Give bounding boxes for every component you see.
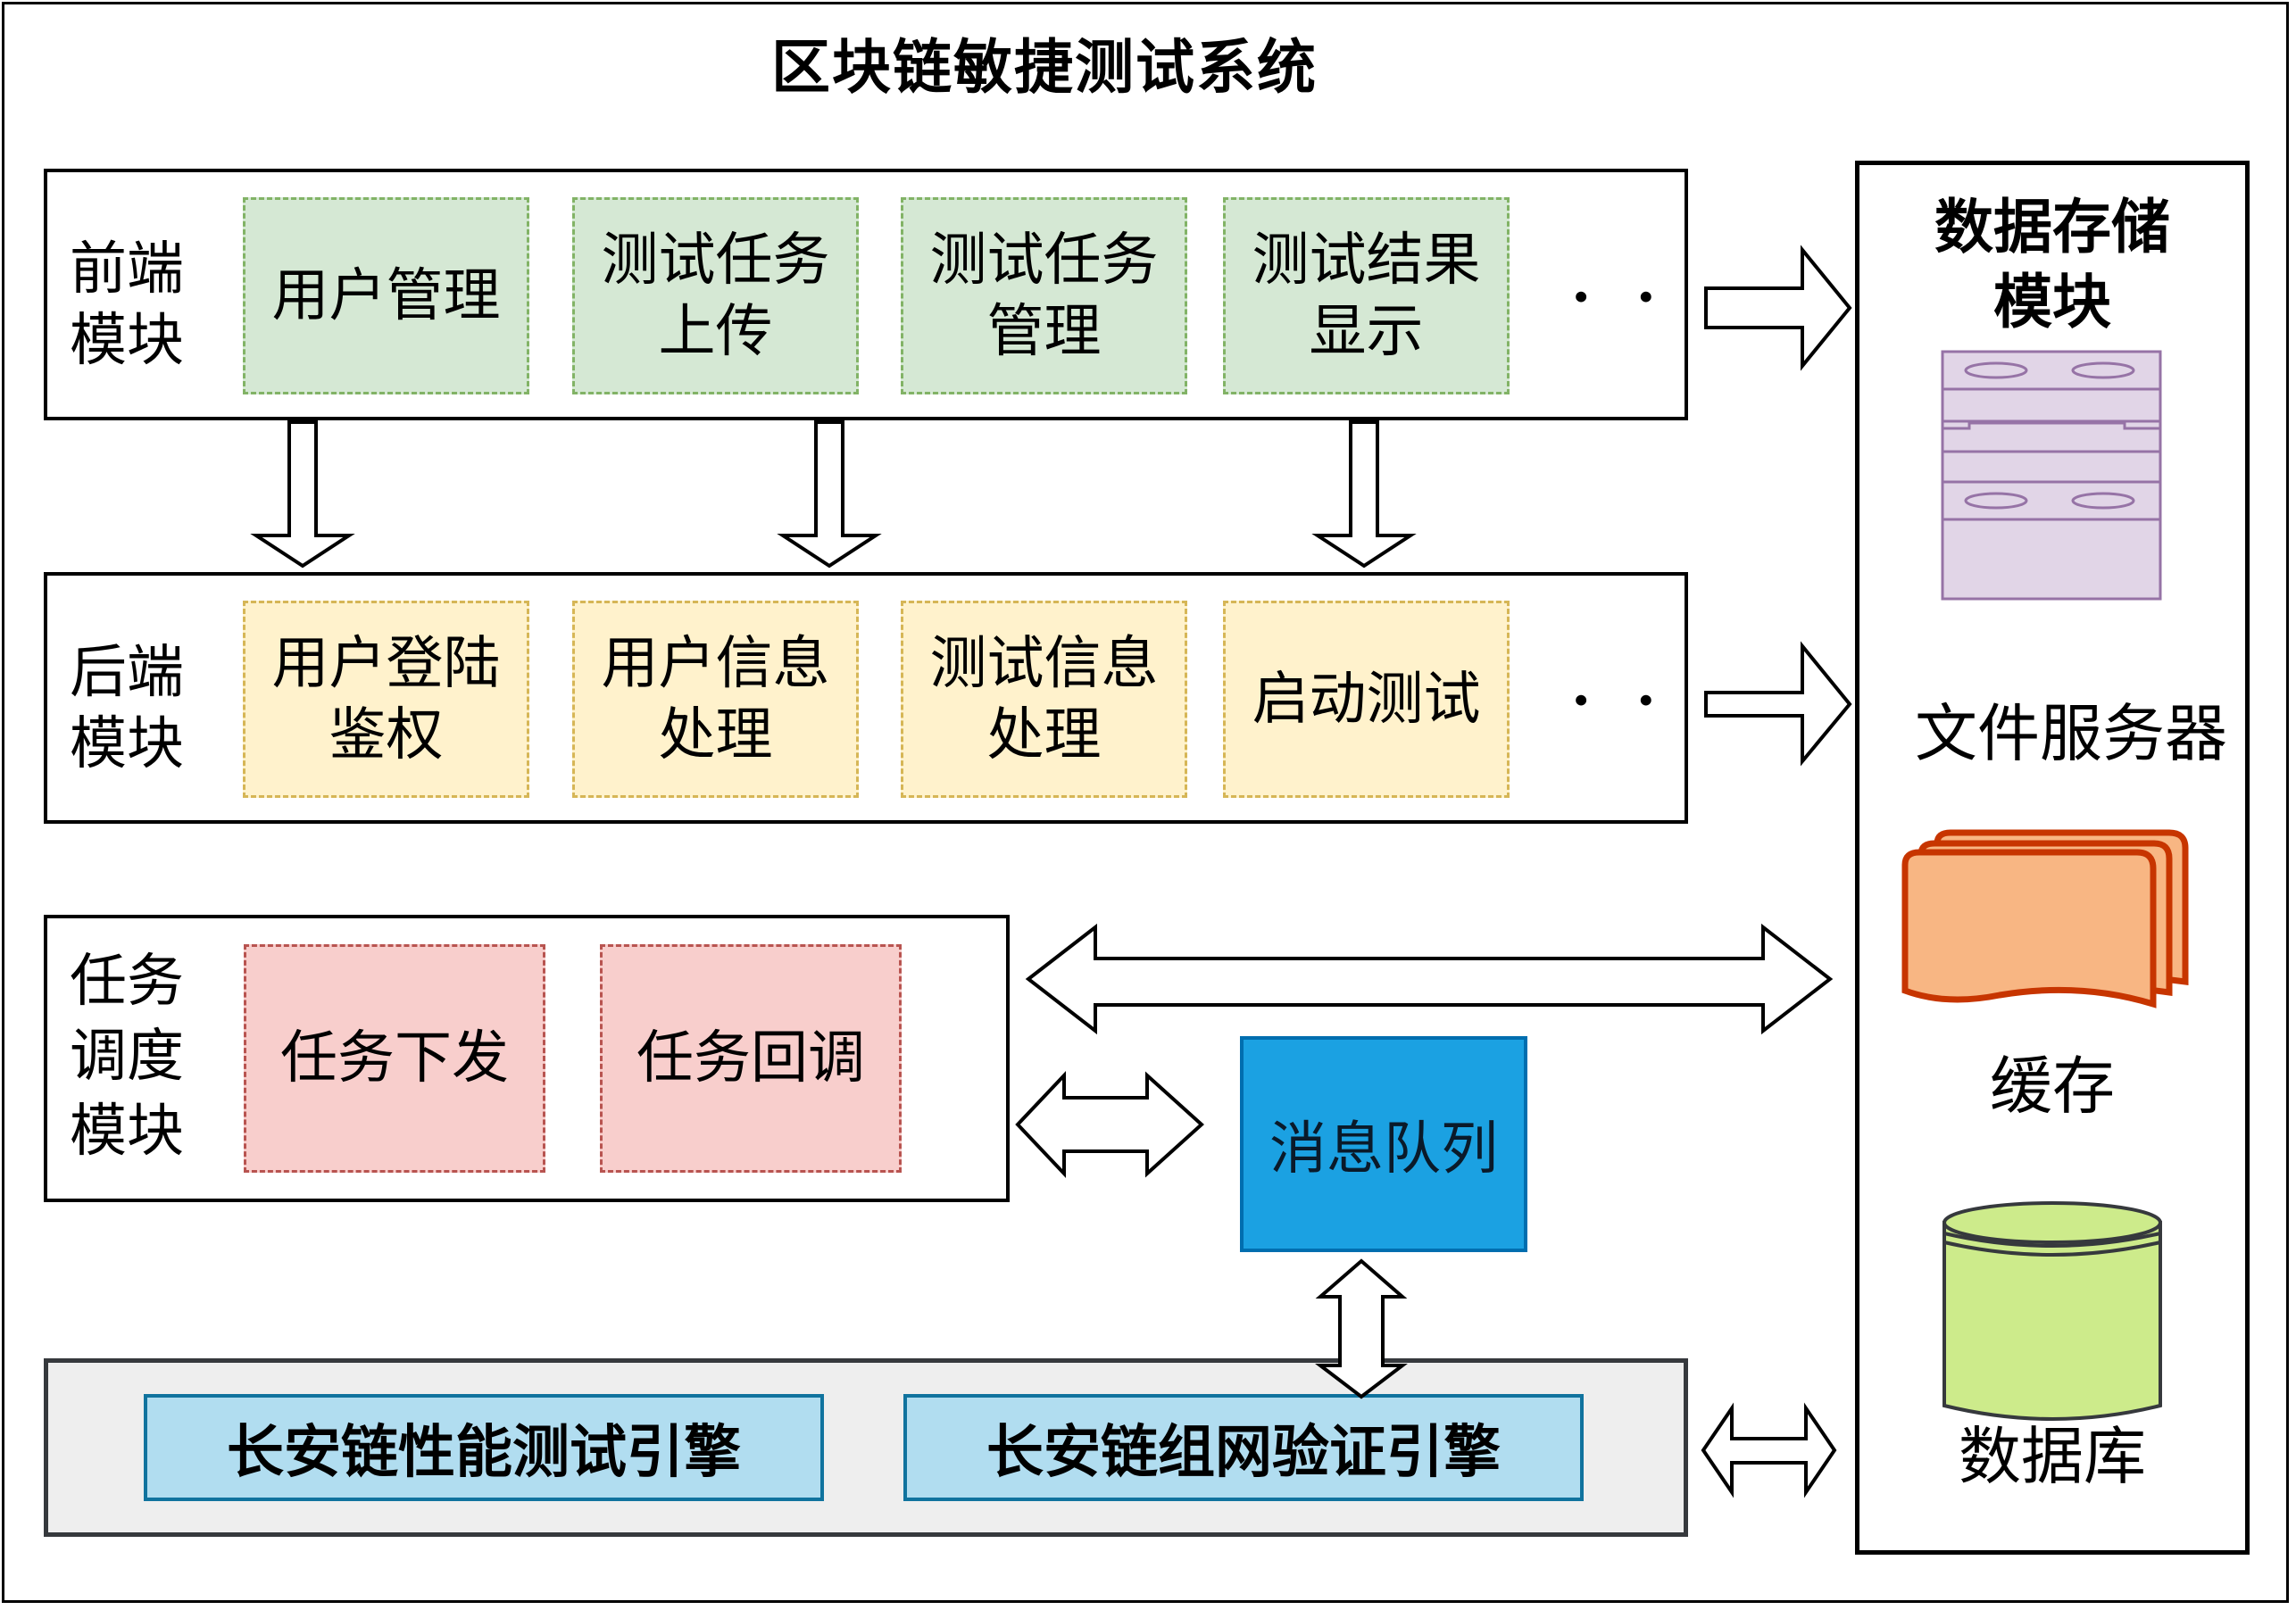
- cache-icon: [1901, 829, 2189, 1008]
- message-queue-label: 消息队列: [1269, 1116, 1498, 1183]
- arrow-right-icon: [1704, 245, 1852, 371]
- engine-label: 长安链性能测试引擎: [227, 1419, 741, 1486]
- item-text: 用户登陆: [271, 630, 501, 697]
- scheduler-item-callback[interactable]: 任务回调: [600, 944, 902, 1173]
- item-text: 测试信息: [929, 630, 1159, 697]
- backend-item-test-info[interactable]: 测试信息处理: [901, 601, 1187, 798]
- item-text: 测试任务: [601, 227, 830, 294]
- arrow-down-icon: [250, 420, 355, 568]
- double-arrow-horizontal-icon: [1701, 1402, 1837, 1498]
- frontend-ellipsis: · · ·: [1571, 264, 1734, 331]
- engine-performance-test[interactable]: 长安链性能测试引擎: [144, 1394, 824, 1501]
- engine-label: 长安链组网验证引擎: [986, 1419, 1501, 1486]
- frontend-item-result-display[interactable]: 测试结果显示: [1223, 197, 1510, 394]
- storage-module-label: 数据存储 模块: [1855, 189, 2250, 339]
- storage-label-line2: 模块: [1993, 267, 2111, 336]
- item-text: 任务回调: [636, 1025, 865, 1091]
- frontend-item-user-management[interactable]: 用户管理: [243, 197, 529, 394]
- item-text: 处理: [658, 701, 773, 768]
- backend-label-line1: 后端: [70, 640, 184, 706]
- backend-item-start-test[interactable]: 启动测试: [1223, 601, 1510, 798]
- frontend-label-line2: 模块: [70, 308, 184, 374]
- message-queue[interactable]: 消息队列: [1240, 1036, 1527, 1252]
- item-text: 上传: [658, 298, 773, 365]
- double-arrow-vertical-icon: [1315, 1258, 1408, 1399]
- storage-label-line1: 数据存储: [1934, 192, 2170, 261]
- item-text: 测试结果: [1252, 227, 1481, 294]
- database-label: 数据库: [1959, 1420, 2146, 1493]
- file-server-label: 文件服务器: [1915, 697, 2227, 770]
- frontend-label-line1: 前端: [70, 237, 184, 303]
- file-server-icon: [1941, 350, 2162, 601]
- arrow-right-icon: [1704, 641, 1852, 767]
- item-text: 用户信息: [601, 630, 830, 697]
- backend-ellipsis: · · ·: [1571, 668, 1734, 734]
- scheduler-item-dispatch[interactable]: 任务下发: [244, 944, 545, 1173]
- frontend-item-task-upload[interactable]: 测试任务上传: [572, 197, 859, 394]
- scheduler-label-line2: 调度: [70, 1024, 184, 1090]
- item-text: 显示: [1309, 298, 1424, 365]
- item-text: 用户管理: [271, 262, 501, 329]
- item-text: 管理: [986, 298, 1102, 365]
- frontend-module-label: 前端 模块: [70, 234, 184, 377]
- scheduler-label-line1: 任务: [70, 949, 184, 1015]
- item-text: 鉴权: [329, 701, 444, 768]
- double-arrow-horizontal-icon: [1015, 1070, 1204, 1179]
- engine-network-verification[interactable]: 长安链组网验证引擎: [903, 1394, 1584, 1501]
- backend-module-label: 后端 模块: [70, 637, 184, 780]
- database-icon: [1942, 1201, 2162, 1421]
- item-text: 测试任务: [929, 227, 1159, 294]
- diagram-title: 区块链敏捷测试系统: [771, 32, 1318, 102]
- scheduler-label-line3: 模块: [70, 1099, 184, 1165]
- item-text: 处理: [986, 701, 1102, 768]
- item-text: 任务下发: [280, 1025, 509, 1091]
- cache-label: 缓存: [1990, 1050, 2115, 1123]
- backend-label-line2: 模块: [70, 711, 184, 777]
- arrow-down-icon: [777, 420, 882, 568]
- double-arrow-horizontal-icon: [1025, 923, 1834, 1035]
- backend-item-user-info[interactable]: 用户信息处理: [572, 601, 859, 798]
- scheduler-module-label: 任务 调度 模块: [70, 944, 184, 1169]
- backend-item-login-auth[interactable]: 用户登陆鉴权: [243, 601, 529, 798]
- frontend-item-task-management[interactable]: 测试任务管理: [901, 197, 1187, 394]
- arrow-down-icon: [1311, 420, 1417, 568]
- item-text: 启动测试: [1252, 666, 1481, 733]
